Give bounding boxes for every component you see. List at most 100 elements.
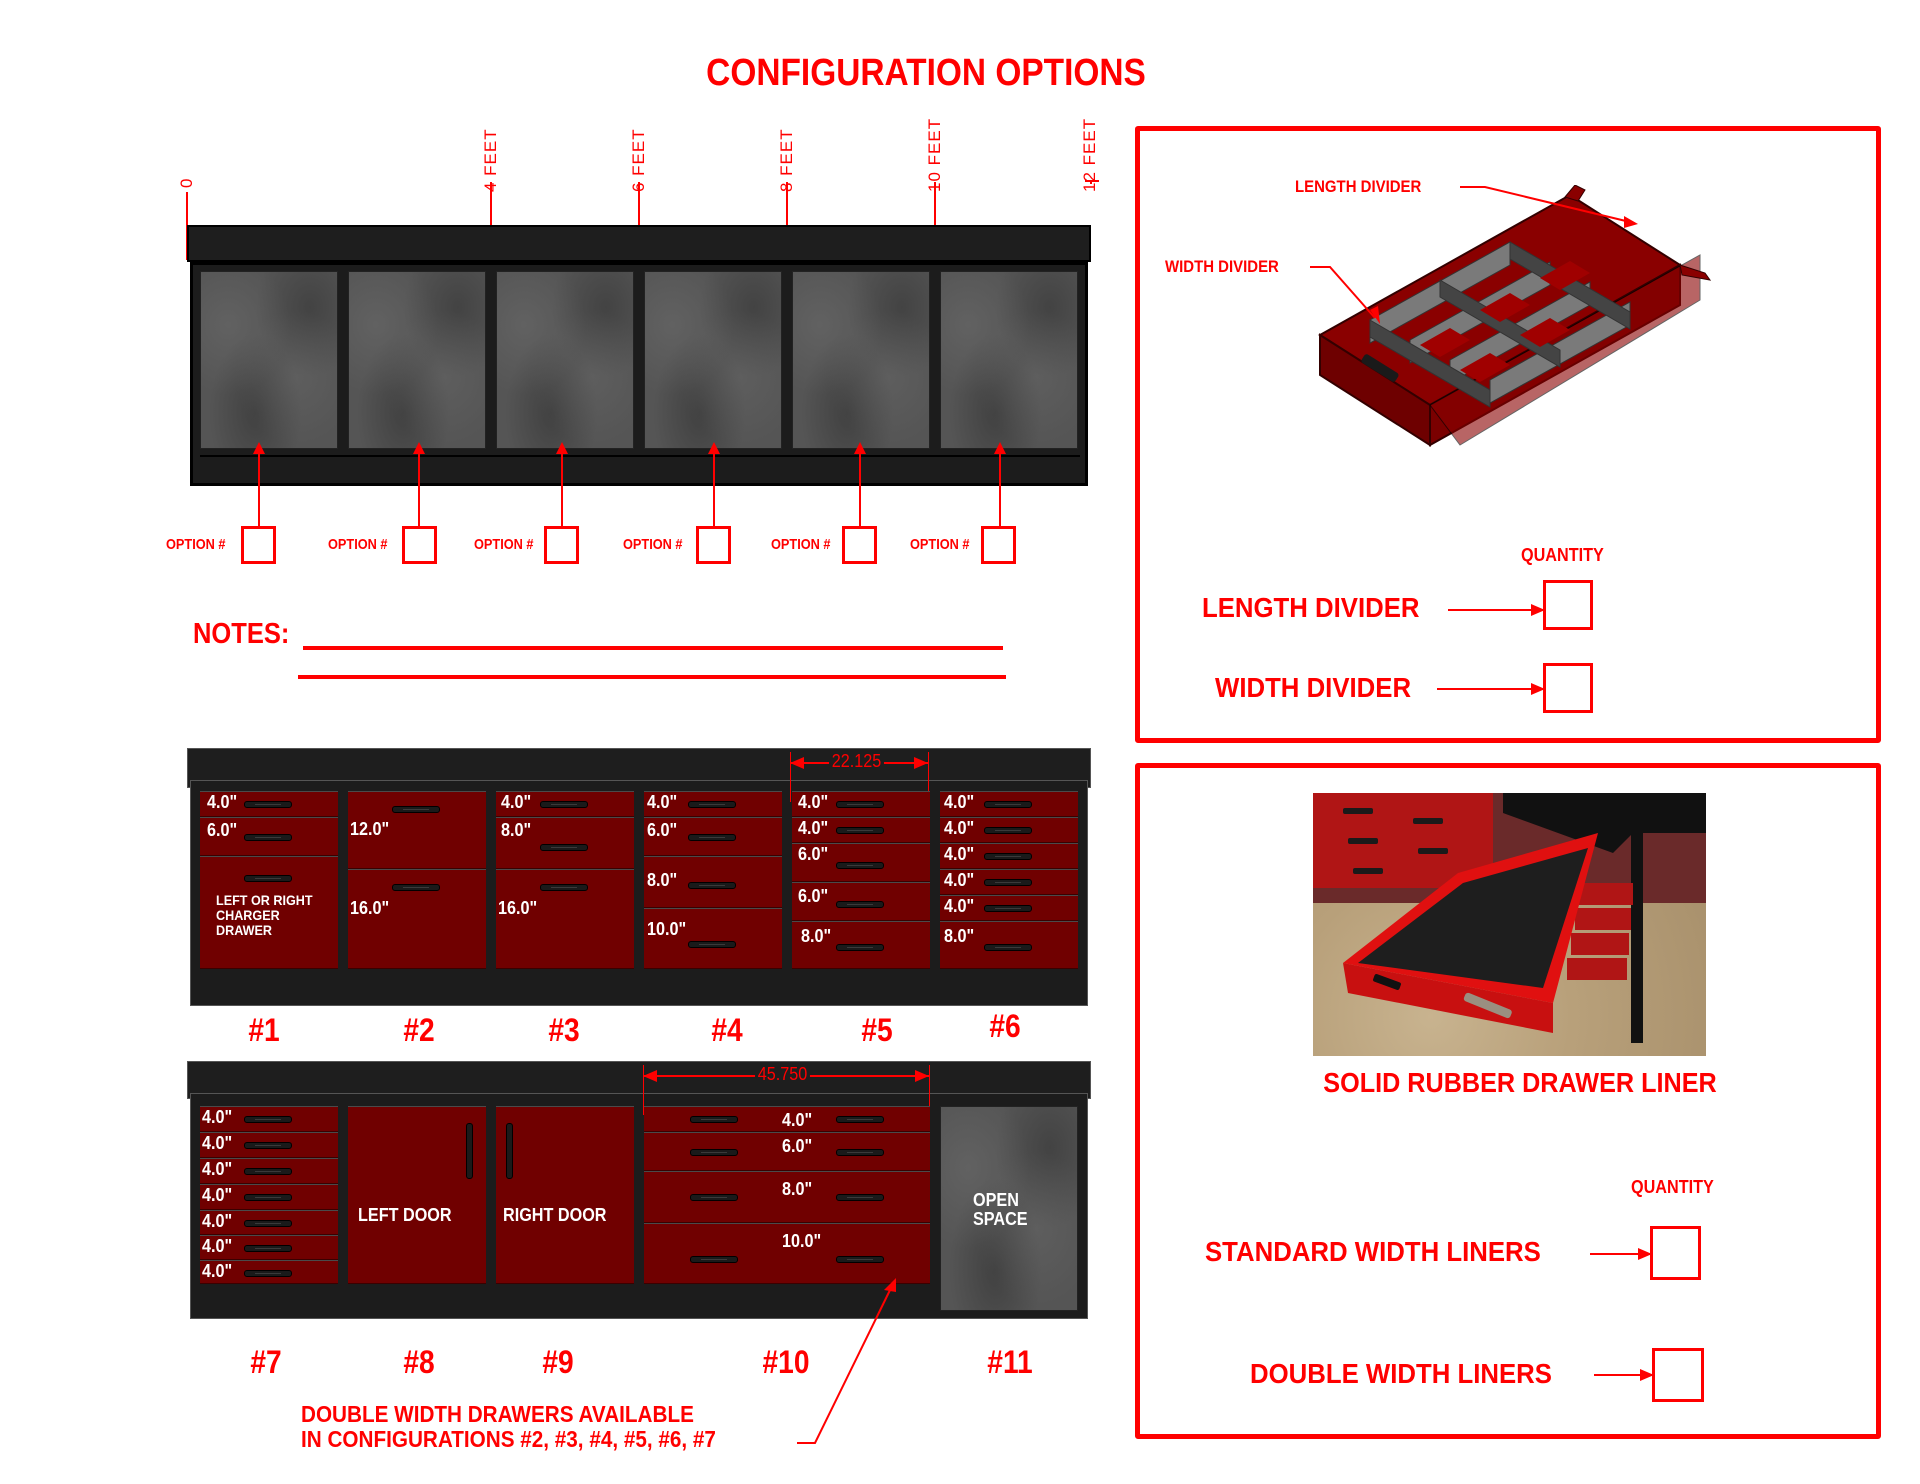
right-door[interactable]: RIGHT DOOR [496, 1106, 634, 1284]
drawer-size: 4.0" [944, 844, 975, 864]
config-label-2: #2 [403, 1012, 435, 1048]
option-input-4[interactable] [696, 526, 731, 564]
drawer[interactable]: 4.0" [792, 791, 930, 817]
width-divider-quantity-input[interactable] [1543, 663, 1593, 713]
config-3[interactable]: 4.0" 8.0" 16.0" [496, 791, 634, 969]
bay-1[interactable] [200, 271, 338, 449]
drawer-handle-icon [244, 875, 292, 882]
option-input-1[interactable] [241, 526, 276, 564]
drawer[interactable]: 12.0" [348, 791, 486, 869]
door-handle-icon [466, 1123, 473, 1179]
drawer[interactable]: 8.0" [792, 921, 930, 969]
drawer-size: 6.0" [798, 844, 829, 864]
drawer[interactable]: 4.0" [940, 817, 1078, 843]
drawer[interactable]: 4.0" [200, 1184, 338, 1210]
bay-5[interactable] [792, 271, 930, 449]
drawer[interactable]: 4.0" [200, 1132, 338, 1158]
row2-body [190, 1093, 1088, 1319]
drawer[interactable]: 4.0" [940, 895, 1078, 921]
drawer[interactable]: 4.0" [940, 869, 1078, 895]
option-arrow-2 [413, 442, 425, 526]
config-6[interactable]: 4.0" 4.0" 4.0" 4.0" 4.0" 8.0" [940, 791, 1078, 969]
double-liner-quantity-input[interactable] [1652, 1348, 1704, 1402]
left-door[interactable]: LEFT DOOR [348, 1106, 486, 1284]
option-label-5: OPTION # [771, 536, 831, 553]
drawer[interactable]: 4.0" [200, 791, 338, 817]
drawer-handle-icon [690, 1256, 738, 1263]
double-drawer[interactable]: 10.0" [644, 1223, 930, 1284]
notes-line-1[interactable] [303, 646, 1003, 650]
drawer-handle-icon [836, 901, 884, 908]
config-4[interactable]: 4.0" 6.0" 8.0" 10.0" [644, 791, 782, 969]
divider-drawer-illustration [1318, 185, 1712, 447]
drawer[interactable]: 8.0" [496, 817, 634, 869]
bay-4[interactable] [644, 271, 782, 449]
option-input-2[interactable] [402, 526, 437, 564]
drawer-size: 4.0" [202, 1236, 233, 1256]
drawer[interactable]: 4.0" [200, 1260, 338, 1284]
config-label-7: #7 [250, 1344, 282, 1380]
config-9[interactable]: RIGHT DOOR [496, 1106, 634, 1284]
drawer[interactable]: 4.0" [940, 843, 1078, 869]
door-label: LEFT DOOR [358, 1205, 452, 1225]
width-divider-label: WIDTH DIVIDER [1215, 672, 1412, 703]
option-arrow-3 [556, 442, 568, 526]
drawer[interactable]: 4.0" [200, 1106, 338, 1132]
drawer-size: 4.0" [944, 792, 975, 812]
drawer-size: 4.0" [207, 792, 238, 812]
door-label: RIGHT DOOR [503, 1205, 607, 1225]
option-input-5[interactable] [842, 526, 877, 564]
double-drawer[interactable]: 4.0" [644, 1106, 930, 1132]
config-2[interactable]: 12.0" 16.0" [348, 791, 486, 969]
config-10[interactable]: 4.0" 6.0" 8.0" 10.0" [644, 1106, 930, 1284]
standard-liner-label: STANDARD WIDTH LINERS [1205, 1236, 1541, 1267]
liner-quantity-header: QUANTITY [1631, 1177, 1714, 1197]
drawer[interactable]: 4.0" [644, 791, 782, 817]
length-divider-quantity-input[interactable] [1543, 580, 1593, 630]
drawer[interactable]: 16.0" [348, 869, 486, 969]
drawer[interactable]: 6.0" [200, 817, 338, 856]
drawer[interactable]: 4.0" [200, 1235, 338, 1260]
drawer[interactable]: 4.0" [792, 817, 930, 843]
drawer[interactable]: 6.0" [792, 843, 930, 882]
top-cabinet-body [190, 262, 1088, 486]
standard-liner-quantity-input[interactable] [1650, 1226, 1701, 1280]
drawer[interactable]: 6.0" [792, 882, 930, 921]
drawer-handle-icon [244, 1116, 292, 1123]
config-11-open-space[interactable]: OPEN SPACE [940, 1106, 1078, 1311]
config-1[interactable]: 4.0" 6.0" LEFT OR RIGHT CHARGER DRAWER [200, 791, 338, 969]
drawer-handle-icon [244, 1245, 292, 1252]
config-7[interactable]: 4.0" 4.0" 4.0" 4.0" 4.0" 4.0" 4.0" [200, 1106, 338, 1284]
config-label-5: #5 [861, 1012, 893, 1048]
bay-6[interactable] [940, 271, 1078, 449]
drawer[interactable]: 4.0" [200, 1158, 338, 1184]
row1-body [190, 780, 1088, 1006]
drawer-size: 10.0" [782, 1231, 822, 1251]
drawer-handle-icon [984, 827, 1032, 834]
drawer-charger[interactable]: LEFT OR RIGHT CHARGER DRAWER [200, 856, 338, 969]
drawer[interactable]: 8.0" [644, 856, 782, 908]
config-5[interactable]: 4.0" 4.0" 6.0" 6.0" 8.0" [792, 791, 930, 969]
drawer[interactable]: 10.0" [644, 908, 782, 969]
drawer-handle-icon [984, 801, 1032, 808]
double-drawer[interactable]: 8.0" [644, 1171, 930, 1223]
double-drawer[interactable]: 6.0" [644, 1132, 930, 1171]
drawer[interactable]: 8.0" [940, 921, 1078, 969]
drawer-handle-icon [392, 806, 440, 813]
row2-dim-ext-left [643, 1065, 644, 1115]
option-input-6[interactable] [981, 526, 1016, 564]
drawer[interactable]: 4.0" [940, 791, 1078, 817]
bay-2[interactable] [348, 271, 486, 449]
config-8[interactable]: LEFT DOOR [348, 1106, 486, 1284]
option-input-3[interactable] [544, 526, 579, 564]
standard-liner-arrow [1590, 1248, 1652, 1260]
drawer[interactable]: 16.0" [496, 869, 634, 969]
drawer[interactable]: 4.0" [200, 1210, 338, 1235]
notes-line-2[interactable] [298, 675, 1006, 679]
drawer[interactable]: 6.0" [644, 817, 782, 856]
bay-3[interactable] [496, 271, 634, 449]
drawer[interactable]: 4.0" [496, 791, 634, 817]
drawer-size: 4.0" [944, 818, 975, 838]
footnote-line-2: IN CONFIGURATIONS #2, #3, #4, #5, #6, #7 [301, 1426, 716, 1452]
